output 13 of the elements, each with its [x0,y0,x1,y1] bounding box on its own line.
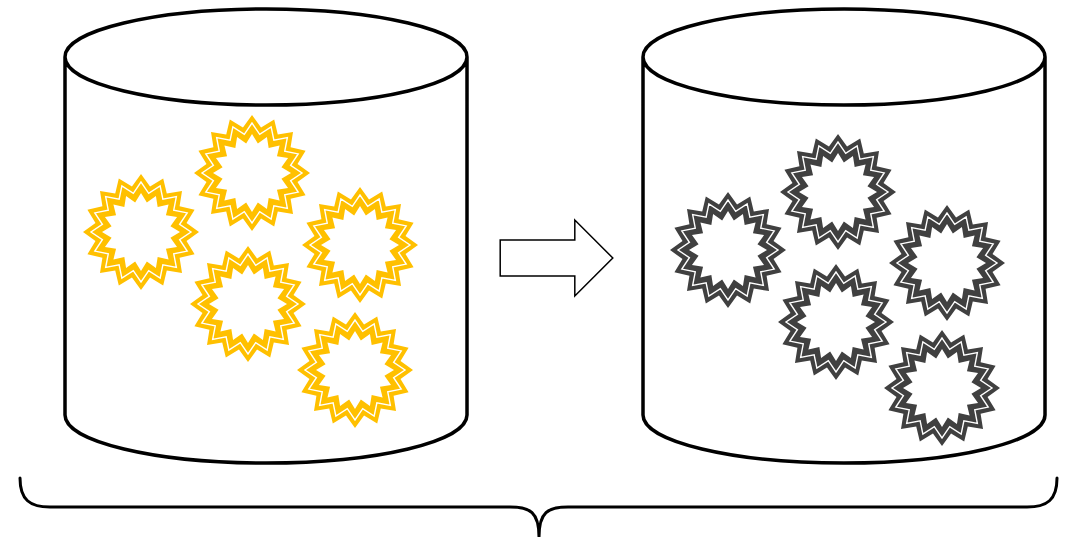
block-arrow [499,218,614,298]
cylinder [641,7,1047,465]
starburst [778,264,894,380]
starburst [297,312,413,428]
cylinder [63,7,469,465]
starburst [884,330,1000,446]
starburst [780,134,896,250]
starburst [194,115,310,231]
starburst [83,174,199,290]
starburst [190,246,306,362]
starburst [889,205,1005,321]
starburst [302,187,418,303]
starburst [670,192,786,308]
